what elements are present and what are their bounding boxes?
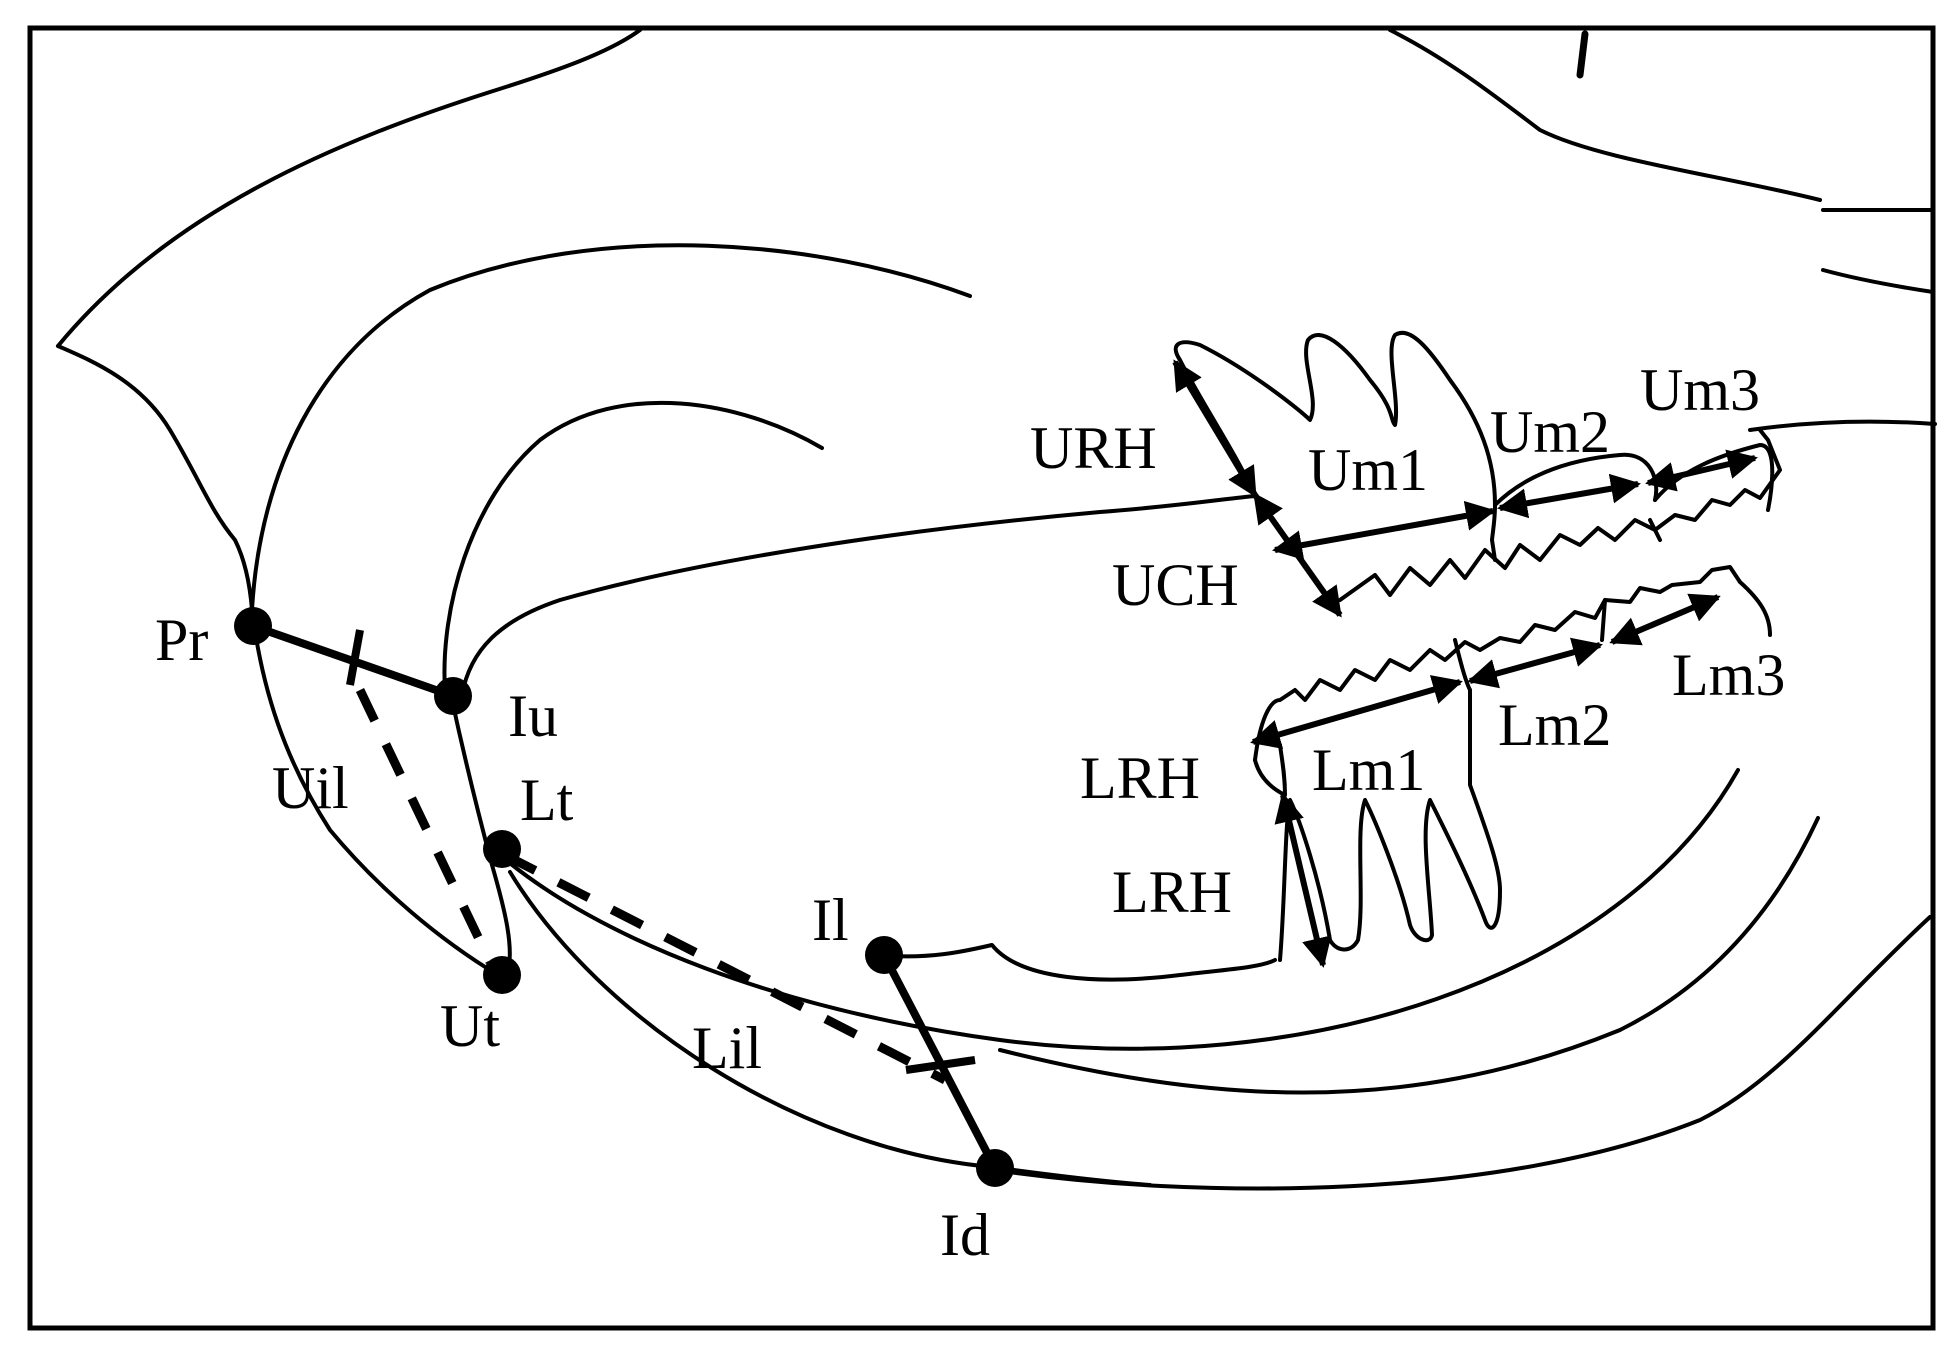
lil-label: Lil (692, 1015, 762, 1081)
uch-label: UCH (1112, 552, 1239, 618)
urh-arrow (1172, 359, 1258, 498)
il-point (865, 936, 903, 974)
pr-point (234, 607, 272, 645)
ut-label: Ut (440, 993, 500, 1059)
uil-dashed-line (355, 688, 495, 964)
uil-label: Uil (272, 755, 349, 821)
lm2-label: Lm2 (1498, 692, 1611, 758)
urh-label: URH (1030, 415, 1157, 481)
skull-outline (56, 28, 1935, 1191)
lrh-label-lower: LRH (1112, 859, 1232, 925)
lt-label: Lt (520, 767, 574, 833)
um2-label: Um2 (1490, 399, 1610, 465)
lm1-arrow (1250, 675, 1463, 749)
pr-iu-tick (346, 629, 364, 686)
lrh-arrow (1274, 792, 1332, 968)
um2-arrow (1497, 473, 1641, 519)
id-label: Id (940, 1202, 990, 1268)
figure-frame (27, 25, 1936, 1331)
uch-arrow (1252, 492, 1343, 618)
ut-point (483, 956, 521, 994)
lm1-label: Lm1 (1312, 737, 1425, 803)
dental-arrows (1172, 359, 1758, 968)
il-label: Il (812, 887, 849, 953)
dashed-lines (355, 688, 948, 1085)
um1-arrow (1272, 500, 1496, 561)
lrh-label-upper: LRH (1080, 745, 1200, 811)
pr-label: Pr (155, 607, 208, 673)
id-point (976, 1149, 1014, 1187)
upper-teeth (1173, 330, 1937, 602)
um3-arrow (1645, 449, 1758, 492)
iu-point (434, 677, 472, 715)
iu-label: Iu (508, 683, 558, 749)
um1-label: Um1 (1308, 437, 1428, 503)
measurement-lines (249, 622, 999, 1172)
lt-point (483, 830, 521, 868)
il-id-tick (905, 1056, 976, 1074)
um3-label: Um3 (1640, 357, 1760, 423)
lil-dashed-line (502, 850, 948, 1085)
lm3-arrow (1609, 593, 1721, 646)
landmark-points (234, 607, 1014, 1187)
lm3-label: Lm3 (1672, 642, 1785, 708)
lm2-arrow (1467, 637, 1603, 689)
labels: Pr Iu Lt Ut Il Id Uil Lil URH UCH Um1 Um… (155, 357, 1785, 1268)
